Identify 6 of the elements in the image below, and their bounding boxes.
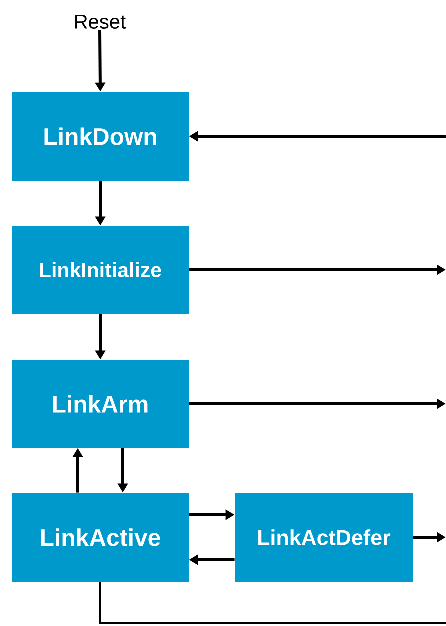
state-box: LinkActive [12, 493, 189, 582]
state-box: LinkInitialize [12, 226, 189, 314]
state-box: LinkArm [12, 360, 189, 448]
state-box: LinkActDefer [235, 493, 413, 582]
state-box: LinkDown [12, 92, 189, 181]
input-label: Reset [76, 15, 126, 29]
